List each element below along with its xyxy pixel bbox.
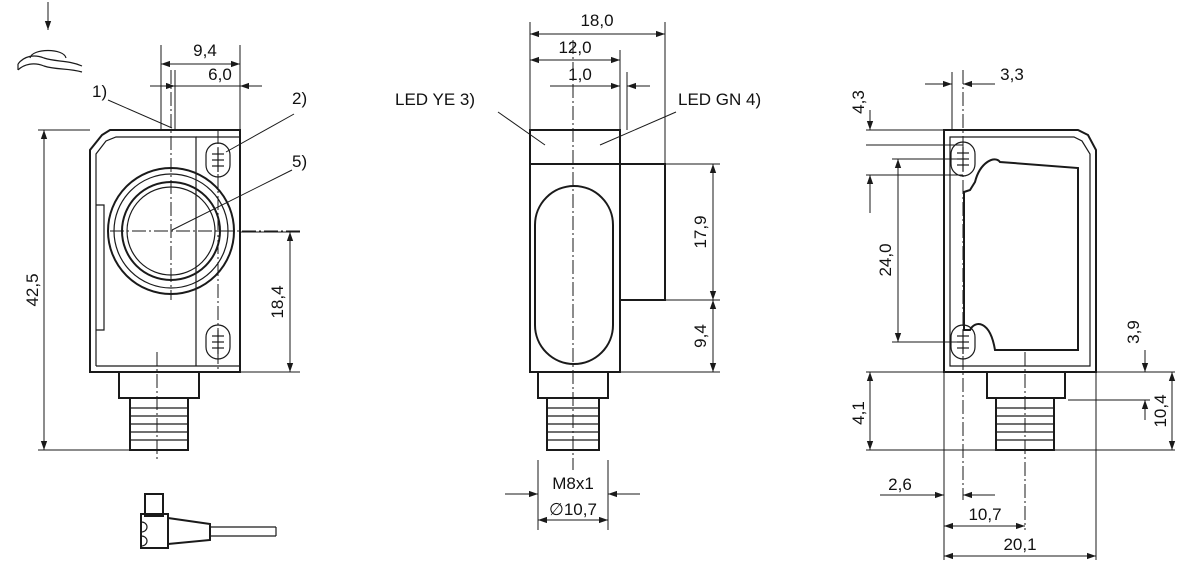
callout-1: 1) [92,82,107,101]
dimension-17-9-label: 17,9 [691,215,710,248]
diameter-label: ∅10,7 [549,500,597,519]
dimension-24-0-label: 24,0 [876,243,895,276]
led-yellow-label: LED YE 3) [395,90,475,109]
dimension-12-0-label: 12,0 [558,38,591,57]
dimension-3-3-label: 3,3 [1000,65,1024,84]
led-window [529,129,621,165]
callout-2: 2) [292,89,307,108]
side-view: 18,0 12,0 1,0 17,9 9,4 LED YE 3) LED GN … [395,11,761,530]
dimension-42-5-label: 42,5 [23,273,42,306]
side-oval-window [534,185,614,365]
dimension-3-9-label: 3,9 [1124,320,1143,344]
front-view: 9,4 6,0 42,5 18,4 1) 2) 5) [17,2,307,549]
dimension-10-7-label: 10,7 [968,505,1001,524]
back-view: 3,3 4,3 24,0 4,1 3,9 10,4 2,6 10,7 20,1 [849,65,1176,560]
side-lens-bracket [619,163,666,301]
dimension-18-0-label: 18,0 [580,11,613,30]
front-connector [118,371,200,451]
dimension-1-0-label: 1,0 [568,65,592,84]
dimension-2-6-label: 2,6 [888,475,912,494]
back-connector [986,371,1066,451]
side-housing-outline [529,129,621,373]
dimension-20-1-label: 20,1 [1003,535,1036,554]
angled-cable-connector [140,493,277,549]
dimension-9-4-label: 9,4 [193,41,217,60]
dimension-10-4-label: 10,4 [1151,394,1170,427]
dimension-18-4-label: 18,4 [268,285,287,318]
thread-label: M8x1 [552,474,594,493]
callout-5: 5) [292,152,307,171]
led-green-label: LED GN 4) [678,90,761,109]
back-window [963,158,1079,351]
dimension-9-4-side-label: 9,4 [691,324,710,348]
dimension-4-3-label: 4,3 [849,90,868,114]
dimension-6-0-label: 6,0 [208,65,232,84]
dimension-4-1-label: 4,1 [849,401,868,425]
mounting-direction-icon [17,2,83,73]
